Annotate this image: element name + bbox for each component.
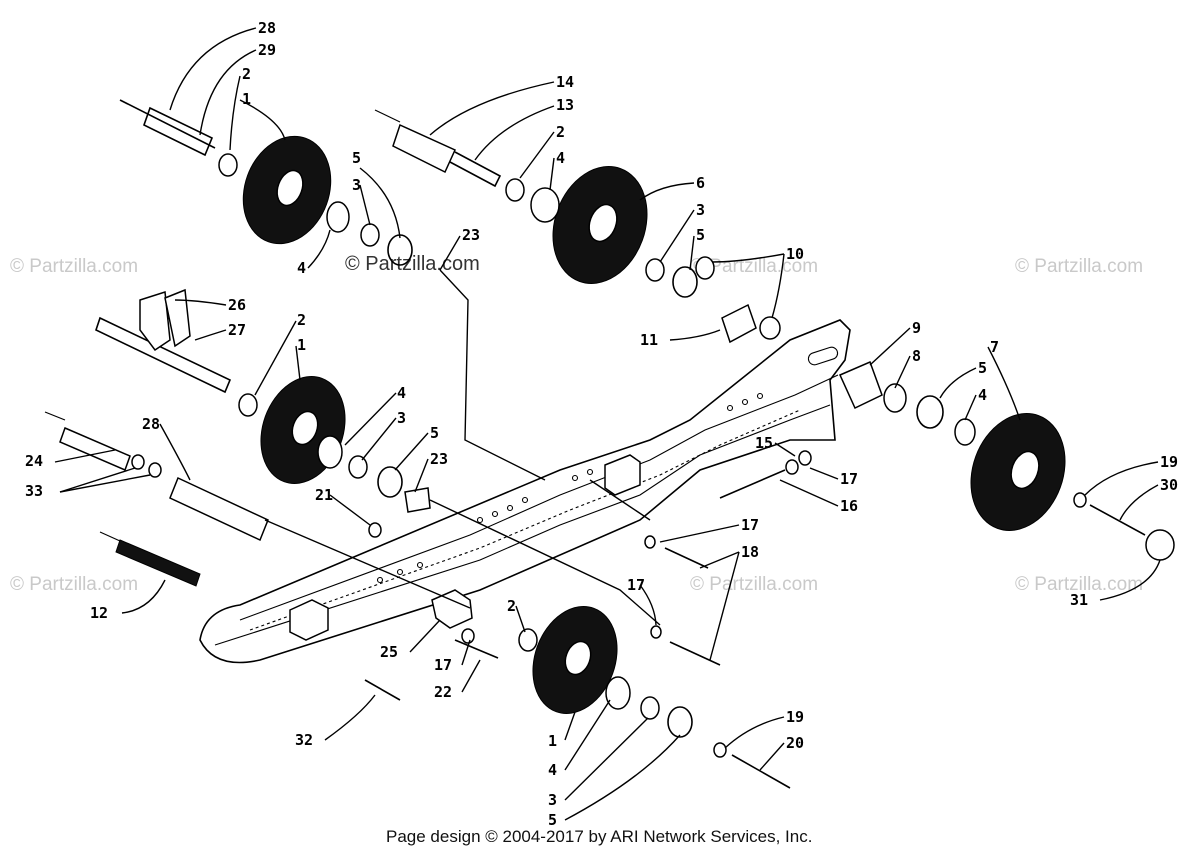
rod-12 <box>99 531 201 587</box>
leader-lines <box>264 269 661 626</box>
callout-7: 7 <box>990 338 999 356</box>
callout-4: 4 <box>397 384 406 402</box>
callout-1: 1 <box>548 732 557 750</box>
callout-23: 23 <box>462 226 480 244</box>
callout-2: 2 <box>556 123 565 141</box>
watermark: © Partzilla.com <box>10 256 138 277</box>
callout-2: 2 <box>242 65 251 83</box>
callout-21: 21 <box>315 486 333 504</box>
callout-19: 19 <box>1160 453 1178 471</box>
tube-28-lower <box>44 411 269 542</box>
callout-18: 18 <box>741 543 759 561</box>
tube-24 <box>59 426 131 472</box>
arm-shaft-26-27 <box>95 288 232 394</box>
watermark-center: © Partzilla.com <box>345 253 480 275</box>
callout-30: 30 <box>1160 476 1178 494</box>
callout-4: 4 <box>556 149 565 167</box>
callout-20: 20 <box>786 734 804 752</box>
callout-3: 3 <box>696 201 705 219</box>
shaft-13-14 <box>374 109 502 188</box>
callout-5: 5 <box>696 226 705 244</box>
callout-31: 31 <box>1070 591 1088 609</box>
callout-6: 6 <box>696 174 705 192</box>
callout-16: 16 <box>840 497 858 515</box>
callout-22: 22 <box>434 683 452 701</box>
callout-5: 5 <box>352 149 361 167</box>
callout-23: 23 <box>430 450 448 468</box>
callout-28: 28 <box>142 415 160 433</box>
callout-5: 5 <box>978 359 987 377</box>
callout-labels: 28 29 2 1 5 3 4 14 13 2 4 6 3 5 10 11 23… <box>25 19 1178 829</box>
callout-3: 3 <box>352 176 361 194</box>
callout-13: 13 <box>556 96 574 114</box>
callout-17: 17 <box>627 576 645 594</box>
callout-27: 27 <box>228 321 246 339</box>
callout-leaders <box>54 27 1161 821</box>
callout-9: 9 <box>912 319 921 337</box>
slide-rail <box>199 319 851 664</box>
callout-1: 1 <box>297 336 306 354</box>
callout-24: 24 <box>25 452 43 470</box>
callout-3: 3 <box>397 409 406 427</box>
callout-25: 25 <box>380 643 398 661</box>
callout-8: 8 <box>912 347 921 365</box>
callout-19: 19 <box>786 708 804 726</box>
callout-1: 1 <box>242 90 251 108</box>
wheel-rear-right <box>839 360 1175 561</box>
front-shaft-28-29 <box>119 99 216 157</box>
wheel-middle-left <box>238 376 431 538</box>
callout-4: 4 <box>548 761 557 779</box>
callout-17: 17 <box>434 656 452 674</box>
callout-15: 15 <box>755 434 773 452</box>
callout-32: 32 <box>295 731 313 749</box>
wheel-upper-center <box>505 166 781 344</box>
watermark: © Partzilla.com <box>690 574 818 595</box>
watermark: © Partzilla.com <box>1015 574 1143 595</box>
callout-2: 2 <box>507 597 516 615</box>
callout-26: 26 <box>228 296 246 314</box>
watermark: © Partzilla.com <box>1015 256 1143 277</box>
callout-4: 4 <box>297 259 306 277</box>
callout-10: 10 <box>786 245 804 263</box>
watermark: © Partzilla.com <box>10 574 138 595</box>
bolts <box>364 450 812 701</box>
callout-14: 14 <box>556 73 574 91</box>
washers-33 <box>131 454 162 478</box>
callout-17: 17 <box>840 470 858 488</box>
callout-12: 12 <box>90 604 108 622</box>
callout-3: 3 <box>548 791 557 809</box>
wheel-upper-left <box>218 135 413 266</box>
callout-11: 11 <box>640 331 658 349</box>
copyright-footer: Page design © 2004-2017 by ARI Network S… <box>386 827 812 846</box>
callout-29: 29 <box>258 41 276 59</box>
callout-5: 5 <box>430 424 439 442</box>
callout-5: 5 <box>548 811 557 829</box>
callout-33: 33 <box>25 482 43 500</box>
wheel-lower-center <box>518 606 791 789</box>
callout-2: 2 <box>297 311 306 329</box>
callout-28: 28 <box>258 19 276 37</box>
callout-4: 4 <box>978 386 987 404</box>
callout-17: 17 <box>741 516 759 534</box>
